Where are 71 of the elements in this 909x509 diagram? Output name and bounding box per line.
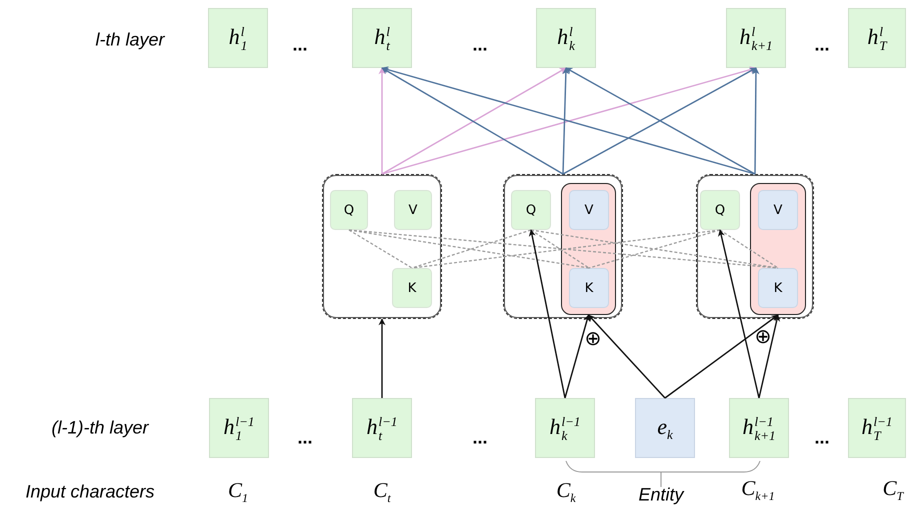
dashed-line bbox=[530, 230, 590, 268]
vector-label: K bbox=[408, 280, 416, 296]
layer-label: (l-1)-th layer bbox=[52, 418, 148, 438]
char-label: C$_{1}$ bbox=[228, 478, 248, 506]
vector-box bbox=[394, 190, 432, 230]
token-box bbox=[536, 8, 596, 68]
token-box bbox=[535, 398, 595, 458]
attention-block bbox=[503, 174, 623, 319]
dashed-line bbox=[720, 230, 778, 268]
vector-box bbox=[511, 190, 551, 230]
char-label: C$_{T}$ bbox=[882, 476, 904, 504]
token-box bbox=[352, 398, 412, 458]
arrow bbox=[718, 229, 760, 398]
char-label: C$_{k}$ bbox=[556, 478, 576, 506]
token-box bbox=[729, 398, 789, 458]
token-box bbox=[352, 8, 412, 68]
dashed-line bbox=[348, 229, 778, 269]
dashed-line bbox=[348, 229, 590, 269]
char-label: C$_{t}$ bbox=[373, 478, 391, 506]
vector-label: V bbox=[408, 202, 418, 218]
dashed-line bbox=[412, 229, 720, 269]
ellipsis: ... bbox=[814, 34, 830, 56]
vector-label: V bbox=[584, 202, 594, 218]
arrow bbox=[378, 67, 386, 174]
entity-highlight-box bbox=[750, 183, 806, 315]
vector-box bbox=[392, 268, 432, 308]
ellipsis: ... bbox=[292, 34, 308, 56]
entity-highlight-box bbox=[561, 183, 616, 315]
arrow bbox=[664, 314, 779, 399]
arrow bbox=[752, 67, 760, 174]
vector-label: Q bbox=[526, 202, 536, 218]
token-box bbox=[208, 8, 268, 68]
vector-box bbox=[569, 268, 609, 308]
arrow bbox=[528, 229, 566, 398]
ellipsis: ... bbox=[472, 428, 488, 448]
dashed-line bbox=[348, 229, 412, 269]
dashed-line bbox=[412, 229, 532, 269]
ellipsis: ... bbox=[472, 34, 488, 56]
vector-box bbox=[700, 190, 740, 230]
vector-box bbox=[758, 268, 798, 308]
vector-label: V bbox=[774, 202, 782, 218]
token-box bbox=[848, 398, 906, 458]
arrow bbox=[588, 314, 666, 398]
vector-label: Q bbox=[714, 202, 726, 218]
token-box bbox=[848, 8, 906, 68]
attention-block bbox=[696, 174, 814, 319]
ellipsis: ... bbox=[814, 428, 830, 448]
vector-box bbox=[758, 190, 798, 230]
dashed-line bbox=[588, 229, 720, 269]
arrow bbox=[378, 318, 386, 398]
plus-symbol: ⊕ bbox=[584, 326, 602, 350]
layer-label: l-th layer bbox=[95, 30, 165, 50]
arrow bbox=[564, 314, 590, 398]
arrow bbox=[758, 314, 780, 398]
dashed-line bbox=[530, 229, 778, 269]
char-label: C$_{k+1}$ bbox=[741, 476, 775, 504]
vector-label: Q bbox=[344, 202, 354, 218]
attention-block bbox=[322, 174, 442, 319]
ellipsis: ... bbox=[298, 428, 312, 448]
layer-label: Input characters bbox=[25, 482, 155, 502]
vector-label: K bbox=[584, 280, 594, 296]
token-label: e$_{k}$ bbox=[657, 414, 673, 442]
token-box bbox=[726, 8, 786, 68]
entity-box bbox=[635, 398, 695, 458]
arrow bbox=[562, 67, 570, 174]
token-box bbox=[209, 398, 269, 458]
entity-label: Entity bbox=[638, 484, 684, 506]
vector-box bbox=[330, 190, 368, 230]
vector-box bbox=[569, 190, 609, 230]
plus-symbol: ⊕ bbox=[754, 324, 772, 348]
vector-label: K bbox=[774, 280, 782, 296]
